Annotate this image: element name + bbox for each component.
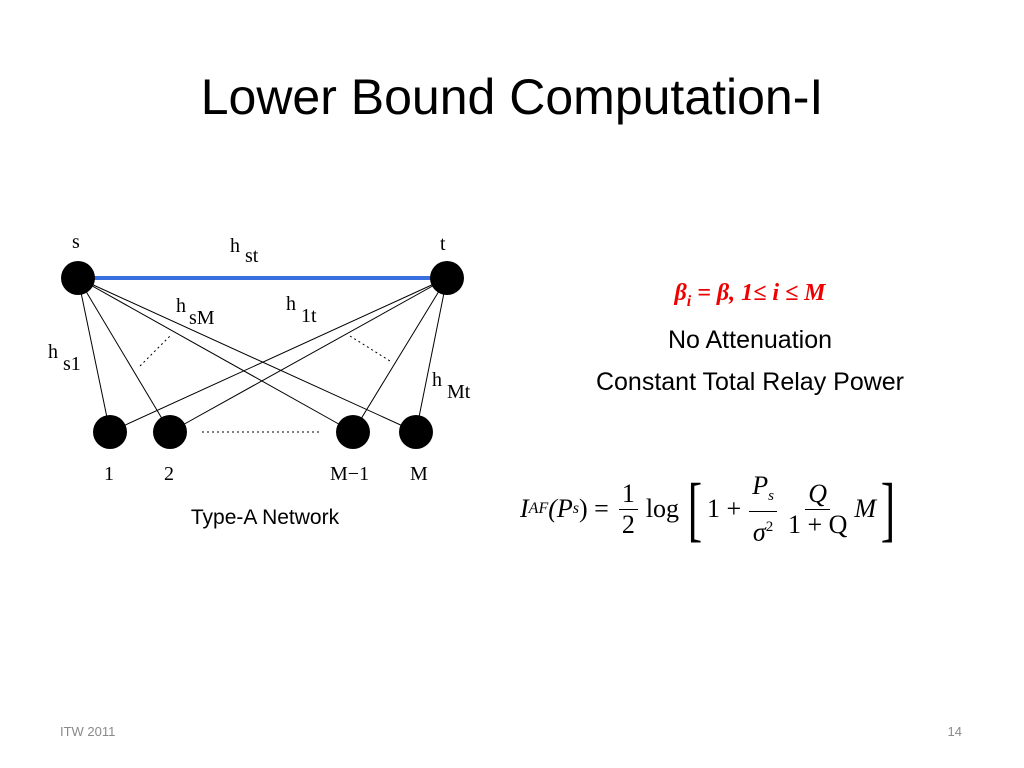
dots-left-fan	[139, 335, 171, 367]
edge-m-minus-1-t	[352, 277, 448, 433]
edge-s-1	[77, 277, 111, 433]
edges-from-source	[77, 277, 417, 433]
edge-m-t	[415, 277, 448, 433]
assumptions-block: βi = β, 1≤ i ≤ M No Attenuation Constant…	[540, 276, 960, 403]
note-no-attenuation: No Attenuation	[667, 325, 832, 354]
edge-s-m-minus-1	[77, 277, 354, 433]
node-relay-m-minus-1	[336, 415, 370, 449]
edge-s-2	[77, 277, 171, 433]
label-source: s	[72, 231, 80, 253]
beta-condition: βi = β, 1≤ i ≤ M	[674, 280, 826, 310]
label-target: t	[440, 233, 446, 255]
label-relay-m: M	[410, 463, 428, 485]
edge-s-m	[77, 277, 417, 433]
label-relay-m-minus-1: M−1	[330, 463, 369, 485]
edge-2-t	[169, 277, 448, 433]
edges-to-target	[109, 277, 448, 433]
edge-label-h-mt: hMt	[432, 369, 471, 403]
dots-right-fan	[349, 335, 391, 362]
edge-1-t	[109, 277, 448, 433]
node-relay-2	[153, 415, 187, 449]
footer-page-number: 14	[947, 724, 962, 739]
label-relay-2: 2	[164, 463, 174, 485]
slide-title: Lower Bound Computation-I	[200, 69, 824, 125]
node-relay-m	[399, 415, 433, 449]
node-relay-1	[93, 415, 127, 449]
edge-label-h-s1: hs1	[48, 341, 81, 375]
diagram-caption: Type-A Network	[190, 506, 340, 529]
edge-label-h-sm: hsM	[176, 295, 215, 329]
node-source	[61, 261, 95, 295]
node-target	[430, 261, 464, 295]
footer-event: ITW 2011	[60, 724, 116, 739]
dotted-ellipses	[139, 335, 391, 433]
edge-label-h-1t: h1t	[286, 293, 317, 327]
note-constant-power: Constant Total Relay Power	[595, 367, 905, 396]
label-relay-1: 1	[104, 463, 114, 485]
